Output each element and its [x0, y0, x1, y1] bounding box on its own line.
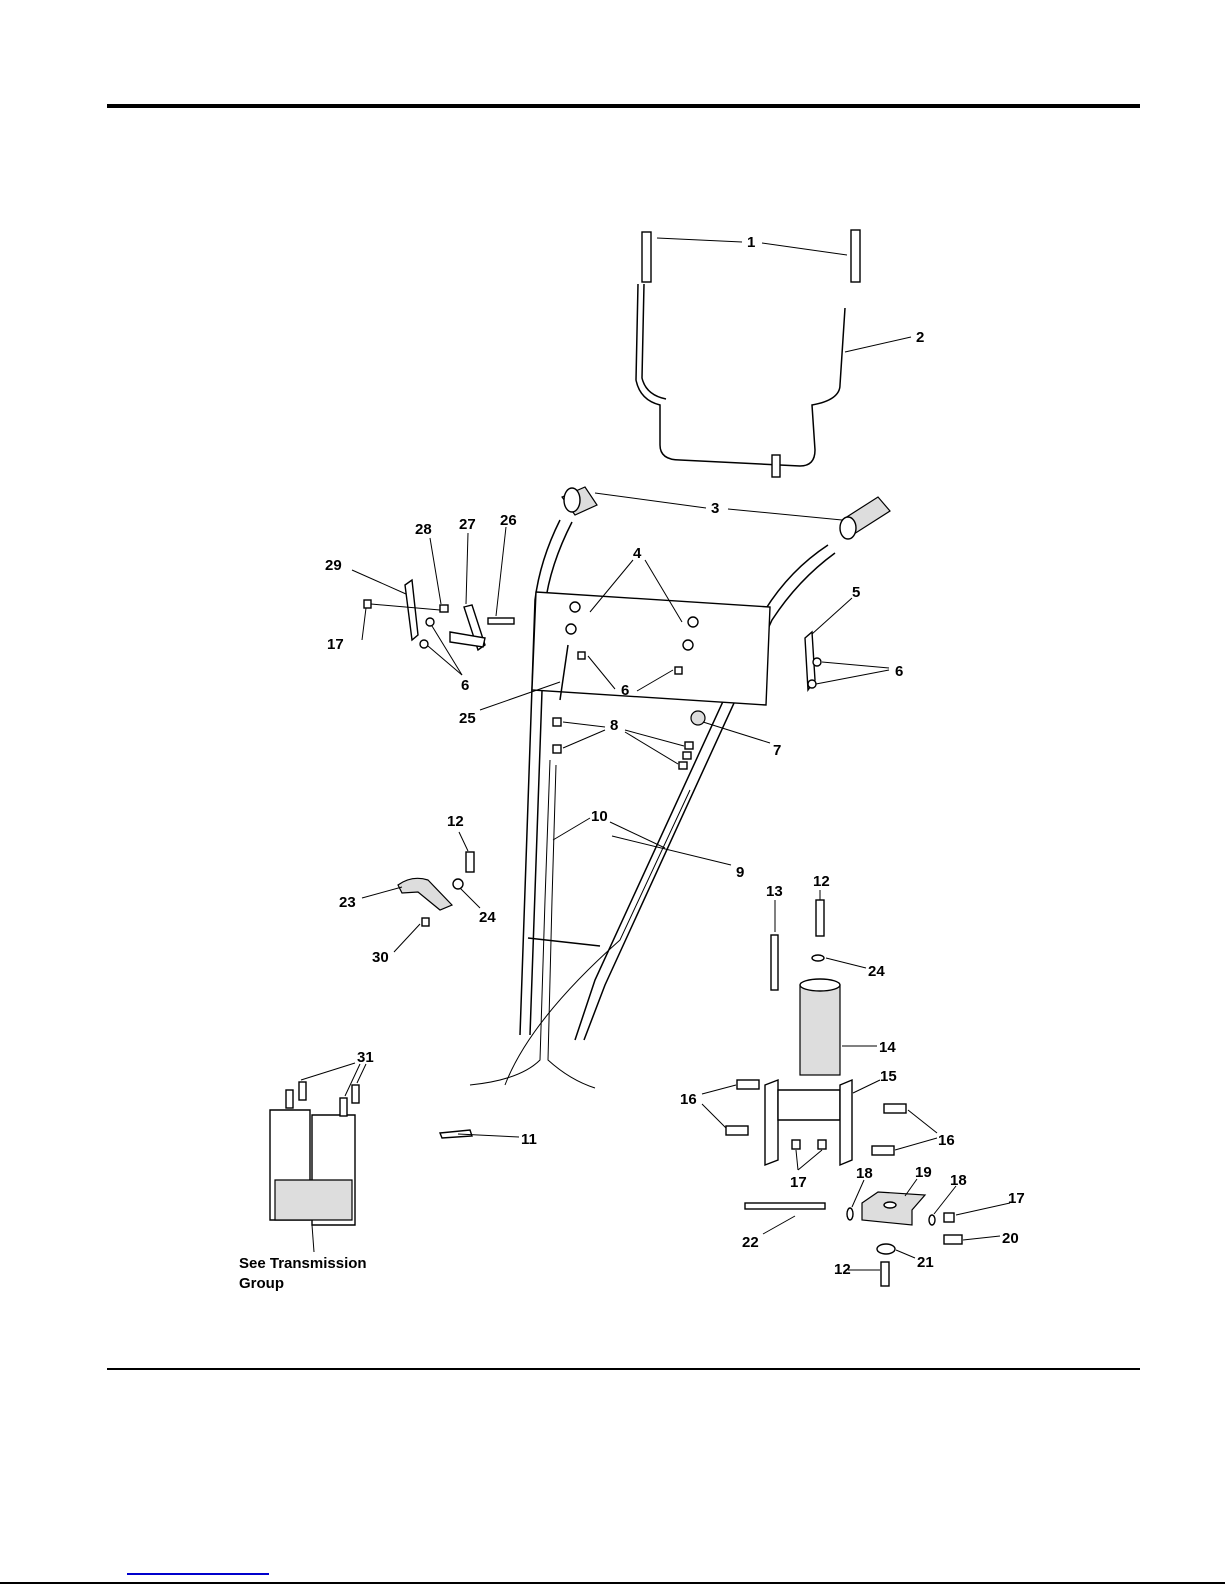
callout-30: 30 — [372, 949, 389, 966]
callout-24: 24 — [479, 909, 496, 926]
part-drawings — [269, 229, 963, 1287]
part-12-bolt-right — [815, 899, 825, 937]
callout-18: 18 — [856, 1165, 873, 1182]
part-2-upper-handle — [635, 283, 846, 467]
part-22-bolt — [744, 1202, 826, 1210]
part-1-grip-right — [850, 229, 861, 283]
callout-24: 24 — [868, 963, 885, 980]
part-10-cable — [469, 759, 551, 1086]
callout-28: 28 — [415, 521, 432, 538]
part-29-bracket — [404, 578, 419, 642]
see-transmission-note-line2: Group — [239, 1275, 284, 1292]
part-panel — [531, 591, 771, 706]
callout-10: 10 — [591, 808, 608, 825]
callout-27: 27 — [459, 516, 476, 533]
callout-8: 8 — [610, 717, 618, 734]
callout-6: 6 — [895, 663, 903, 680]
part-7-spring — [690, 710, 706, 726]
part-12-bolt — [465, 851, 475, 873]
callout-21: 21 — [917, 1254, 934, 1271]
part-1-grip-left — [641, 231, 652, 283]
see-transmission-note: See Transmission — [239, 1255, 367, 1272]
callout-2: 2 — [916, 329, 924, 346]
callout-15: 15 — [880, 1068, 897, 1085]
callout-12: 12 — [447, 813, 464, 830]
part-14-post — [799, 984, 841, 1076]
callout-26: 26 — [500, 512, 517, 529]
header-rule — [107, 104, 1140, 108]
part-5-bracket — [804, 630, 816, 693]
callout-23: 23 — [339, 894, 356, 911]
callout-14: 14 — [879, 1039, 896, 1056]
callout-17: 17 — [1008, 1190, 1025, 1207]
callout-4: 4 — [633, 545, 642, 562]
callout-9: 9 — [736, 864, 744, 881]
part-19-block — [861, 1191, 927, 1226]
callout-16: 16 — [938, 1132, 955, 1149]
footer-rule — [107, 1368, 1140, 1370]
callout-1: 1 — [747, 234, 755, 251]
page-bottom-rule — [0, 1582, 1225, 1584]
callout-labels: 1 2 3 4 5 6 6 6 7 8 9 10 11 12 12 12 13 … — [239, 234, 1025, 1292]
callout-29: 29 — [325, 557, 342, 574]
callout-19: 19 — [915, 1164, 932, 1181]
callout-12: 12 — [834, 1261, 851, 1278]
callout-20: 20 — [1002, 1230, 1019, 1247]
part-13-pin — [770, 934, 779, 991]
part-11-clip — [439, 1129, 473, 1139]
footer-link[interactable] — [127, 1573, 269, 1575]
callout-17: 17 — [327, 636, 344, 653]
part-25-rod — [559, 644, 569, 701]
callout-13: 13 — [766, 883, 783, 900]
callout-18: 18 — [950, 1172, 967, 1189]
callout-31: 31 — [357, 1049, 374, 1066]
callout-3: 3 — [711, 500, 719, 517]
callout-16: 16 — [680, 1091, 697, 1108]
callout-22: 22 — [742, 1234, 759, 1251]
callout-12: 12 — [813, 873, 830, 890]
callout-25: 25 — [459, 710, 476, 727]
callout-7: 7 — [773, 742, 781, 759]
callout-6: 6 — [621, 682, 629, 699]
part-23-clamp — [397, 877, 454, 911]
leader-lines — [300, 237, 1011, 1271]
callout-11: 11 — [521, 1131, 537, 1148]
callout-6: 6 — [461, 677, 469, 694]
callout-5: 5 — [852, 584, 860, 601]
callout-17: 17 — [790, 1174, 807, 1191]
part-15-bracket — [764, 1078, 779, 1167]
